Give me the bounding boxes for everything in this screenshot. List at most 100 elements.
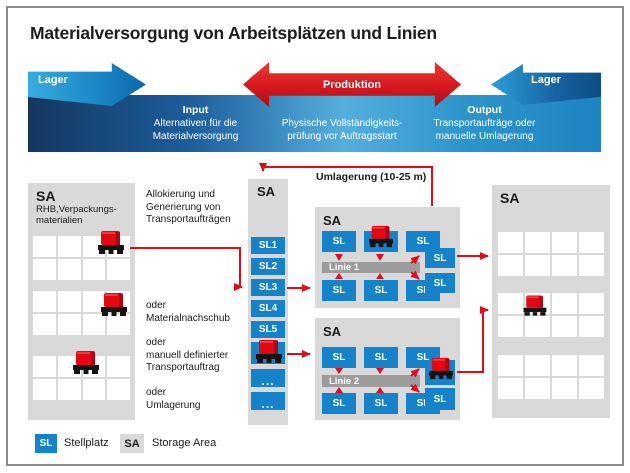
lager-left-label: Lager [38, 74, 68, 86]
storage-cell [33, 379, 56, 400]
storage-cell [579, 378, 604, 399]
input-title: Input [182, 104, 209, 116]
label-material-restock: oder Materialnachschub [146, 300, 230, 324]
storage-cell [525, 255, 550, 276]
line2-slot: SL [322, 393, 356, 414]
storage-grid [498, 293, 604, 337]
storage-cell [579, 232, 604, 253]
storage-cell [498, 293, 523, 314]
line1-slot: SL [406, 231, 440, 252]
storage-area-left: SA RHB,Verpackungs- materialien [28, 183, 135, 420]
storage-cell [525, 316, 550, 337]
input-block: Input Alternativen für die Materialverso… [128, 104, 263, 143]
storage-cell [107, 259, 130, 280]
lager-right-label: Lager [531, 74, 561, 86]
storage-cell [107, 314, 130, 335]
sl-slot: ... [251, 369, 285, 387]
storage-area-right-label: SA [500, 190, 520, 206]
sl-slot: ... [251, 392, 285, 410]
line2-slot: SL [364, 347, 398, 368]
storage-cell [57, 291, 81, 312]
sl-slot: SL1 [251, 237, 285, 254]
pallet-icon [369, 225, 393, 248]
pallet-icon [73, 351, 99, 374]
line1-out-slot: SL [425, 273, 455, 293]
storage-cell [82, 259, 106, 280]
pallet-icon [98, 231, 124, 254]
storage-cell [107, 356, 130, 377]
storage-grid [33, 291, 130, 335]
storage-cell [82, 379, 106, 400]
output-title: Output [467, 104, 502, 116]
line2-sa-label: SA [323, 324, 342, 339]
process-band [28, 95, 601, 152]
storage-cell [579, 355, 604, 376]
storage-area-line1: SA SL SL Linie 1 SL SL SL SL SL [315, 207, 460, 308]
output-text: Transportaufträge oder manuelle Umlageru… [433, 118, 536, 142]
storage-cell [525, 378, 550, 399]
legend-sa-key: SA [120, 434, 144, 453]
check-text: Physische Vollständigkeits- prüfung vor … [281, 118, 403, 142]
label-relocation: oder Umlagerung [146, 387, 201, 411]
pallet-icon [256, 340, 282, 363]
label-allocation: Allokierung und Generierung von Transpor… [146, 189, 231, 225]
storage-area-right: SA [492, 185, 610, 418]
storage-cell [579, 316, 604, 337]
line2-bar: Linie 2 [322, 375, 420, 387]
line2-out-slot: SL [425, 388, 455, 410]
storage-grid [498, 232, 604, 276]
storage-cell [33, 259, 56, 280]
line1-slot: SL [322, 280, 356, 301]
legend-sl-text: Stellplatz [64, 437, 109, 449]
storage-cell [57, 314, 81, 335]
storage-cell [552, 232, 577, 253]
sl-slot: SL2 [251, 258, 285, 275]
storage-cell [82, 291, 106, 312]
storage-cell [525, 355, 550, 376]
sl-column-label: SA [257, 184, 276, 199]
storage-cell [552, 293, 577, 314]
storage-cell [552, 355, 577, 376]
pallet-icon [429, 357, 453, 380]
line2-slot: SL [322, 347, 356, 368]
pallet-icon [523, 295, 547, 316]
label-relocation-distance: Umlagerung (10-25 m) [316, 171, 427, 183]
storage-cell [552, 378, 577, 399]
storage-cell [579, 293, 604, 314]
storage-cell [33, 356, 56, 377]
line1-bar: Linie 1 [322, 262, 420, 273]
legend-sl-key: SL [35, 434, 57, 453]
sl-slot: SL5 [251, 321, 285, 338]
storage-cell [82, 314, 106, 335]
line1-slot: SL [322, 231, 356, 252]
sl-slot: SL3 [251, 279, 285, 296]
line2-slot: SL [364, 393, 398, 414]
storage-cell [498, 355, 523, 376]
line1-out-slot: SL [425, 248, 455, 268]
storage-cell [552, 316, 577, 337]
storage-cell [107, 379, 130, 400]
storage-cell [33, 314, 56, 335]
storage-cell [33, 291, 56, 312]
storage-cell [498, 378, 523, 399]
storage-grid [33, 356, 130, 400]
storage-cell [57, 236, 81, 257]
storage-cell [552, 255, 577, 276]
storage-cell [57, 379, 81, 400]
storage-cell [498, 316, 523, 337]
input-text: Alternativen für die Materialversorgung [152, 118, 239, 142]
legend-sa-text: Storage Area [152, 437, 217, 449]
storage-cell [579, 255, 604, 276]
storage-cell [33, 236, 56, 257]
storage-grid [33, 236, 130, 280]
label-manual-transport-order: oder manuell definierter Transportauftra… [146, 337, 229, 373]
produktion-label: Produktion [322, 78, 382, 91]
storage-cell [498, 232, 523, 253]
output-block: Output Transportaufträge oder manuelle U… [412, 104, 557, 143]
sl-slot: SL4 [251, 300, 285, 317]
storage-area-left-label: SA [36, 188, 56, 204]
page-title: Materialversorgung von Arbeitsplätzen un… [30, 23, 437, 43]
pallet-icon [101, 293, 127, 316]
